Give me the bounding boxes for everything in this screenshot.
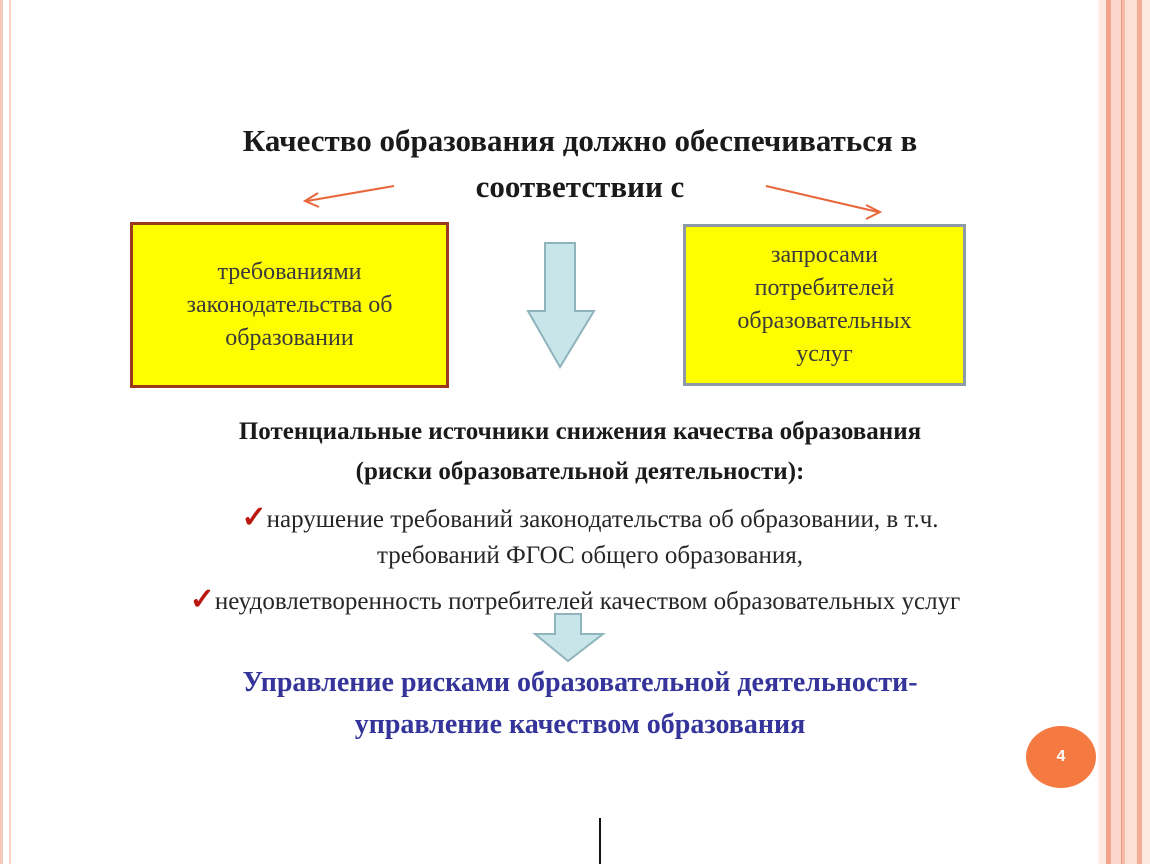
cursor-line (599, 818, 601, 864)
left-pointer-arrow-icon (302, 185, 395, 208)
box-legal-requirements: требованиями законодательства об образов… (130, 222, 449, 388)
conclusion: Управление рисками образовательной деяте… (130, 662, 1030, 746)
down-arrow-large-icon (526, 242, 596, 369)
check-icon: ✓ (241, 501, 267, 534)
frame-right-line (1121, 0, 1122, 864)
risks-heading: Потенциальные источники снижения качеств… (100, 412, 1060, 492)
box-left-line: требованиями (217, 258, 362, 285)
risks-heading-line: Потенциальные источники снижения качеств… (238, 418, 922, 445)
bullet-text: требований ФГОС общего образования, (377, 542, 803, 569)
box-right-line: потребителей (754, 275, 895, 301)
right-pointer-arrow-icon (765, 185, 883, 220)
slide-title: Качество образования должно обеспечивать… (242, 123, 918, 204)
frame-left-inner (9, 0, 11, 864)
box-right-line: запросами (771, 242, 878, 268)
bullet-item: ✓неудовлетворенность потребителей качест… (60, 582, 1090, 620)
down-arrow-small-icon (532, 613, 606, 663)
frame-left-outer (0, 0, 3, 864)
box-right-line: образовательных (737, 308, 912, 334)
box-consumer-requests: запросами потребителей образовательных у… (683, 224, 966, 386)
risks-heading-line: (риски образовательной деятельности): (355, 458, 805, 485)
box-left-line: законодательства об (186, 291, 393, 318)
bullet-text: нарушение требований законодательства об… (266, 506, 939, 533)
page-number-badge: 4 (1026, 726, 1096, 788)
check-icon: ✓ (189, 583, 215, 616)
frame-right-border (1097, 0, 1150, 864)
box-right-line: услуг (796, 341, 853, 367)
conclusion-line: Управление рисками образовательной деяте… (242, 667, 918, 698)
conclusion-line: управление качеством образования (354, 709, 806, 740)
box-left-line: образовании (225, 324, 354, 351)
bullet-item: ✓нарушение требований законодательства о… (110, 500, 1070, 574)
bullet-text: неудовлетворенность потребителей качеств… (214, 588, 961, 615)
